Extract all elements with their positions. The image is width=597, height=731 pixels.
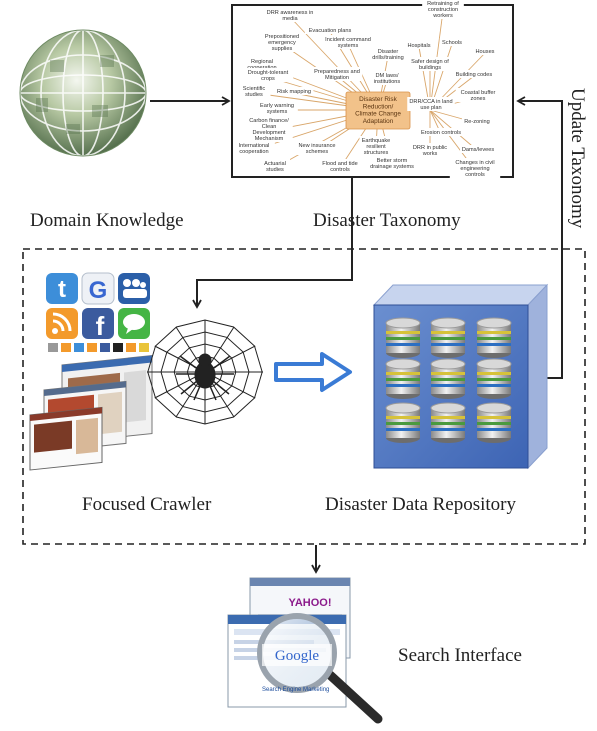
update-taxonomy-arrow [516, 96, 563, 379]
yahoo-logo: YAHOO! [289, 597, 332, 609]
svg-text:t: t [58, 276, 66, 303]
database-icon [476, 317, 512, 358]
web-pages-stack [29, 354, 153, 471]
taxonomy-to-crawler-arrow [192, 177, 353, 309]
update-taxonomy-label: Update Taxonomy [567, 88, 588, 229]
taxonomy-node: Re-zoning [464, 119, 490, 125]
domain-knowledge-globe [19, 29, 147, 157]
database-icon [430, 358, 466, 399]
taxonomy-node: Erosion controls [421, 130, 461, 136]
google-logo: Google [275, 648, 320, 664]
search-caption: Search Engine Marketing [262, 687, 329, 693]
spider-web-icon [147, 319, 263, 425]
taxonomy-node: Hospitals [407, 43, 430, 49]
taxonomy-node: Building codes [456, 72, 493, 78]
google-icon: G [81, 272, 115, 305]
data-repository-cube [372, 283, 549, 470]
rss-icon [46, 308, 78, 339]
svg-text:f: f [96, 311, 105, 341]
crawler-to-repository-arrow [274, 352, 352, 392]
search-interface-image: YAHOO! Google Search Engine Marketing [227, 577, 383, 724]
taxonomy-node: DM laws/institutions [374, 73, 401, 85]
svg-text:G: G [89, 277, 108, 304]
database-icon [385, 358, 421, 399]
database-icon [430, 317, 466, 358]
taxonomy-node: Dams/levees [462, 147, 495, 153]
social-media-icons: t G f [46, 272, 150, 352]
taxonomy-node: Schools [442, 40, 462, 46]
crawler-repository-boundary [22, 248, 586, 545]
chat-bubble-icon [118, 308, 150, 339]
disaster-taxonomy-label: Disaster Taxonomy [313, 210, 461, 231]
database-icon [476, 402, 512, 443]
database-icon [476, 358, 512, 399]
domain-knowledge-label: Domain Knowledge [30, 210, 184, 231]
database-icon [430, 402, 466, 443]
taxonomy-node: Evacuation plans [309, 28, 352, 34]
database-icon [385, 402, 421, 443]
search-interface-label: Search Interface [398, 645, 522, 666]
myspace-icon [118, 273, 150, 304]
taxonomy-node: Risk mapping [277, 89, 311, 95]
facebook-icon: f [82, 308, 114, 341]
magnifying-glass-icon: Google [257, 613, 383, 724]
database-icon [385, 317, 421, 358]
taxonomy-node: Houses [476, 49, 495, 55]
twitter-icon: t [46, 273, 78, 304]
small-social-icons-row [48, 343, 149, 352]
focused-crawler-label: Focused Crawler [82, 494, 212, 515]
disaster-data-repository-label: Disaster Data Repository [325, 494, 517, 515]
